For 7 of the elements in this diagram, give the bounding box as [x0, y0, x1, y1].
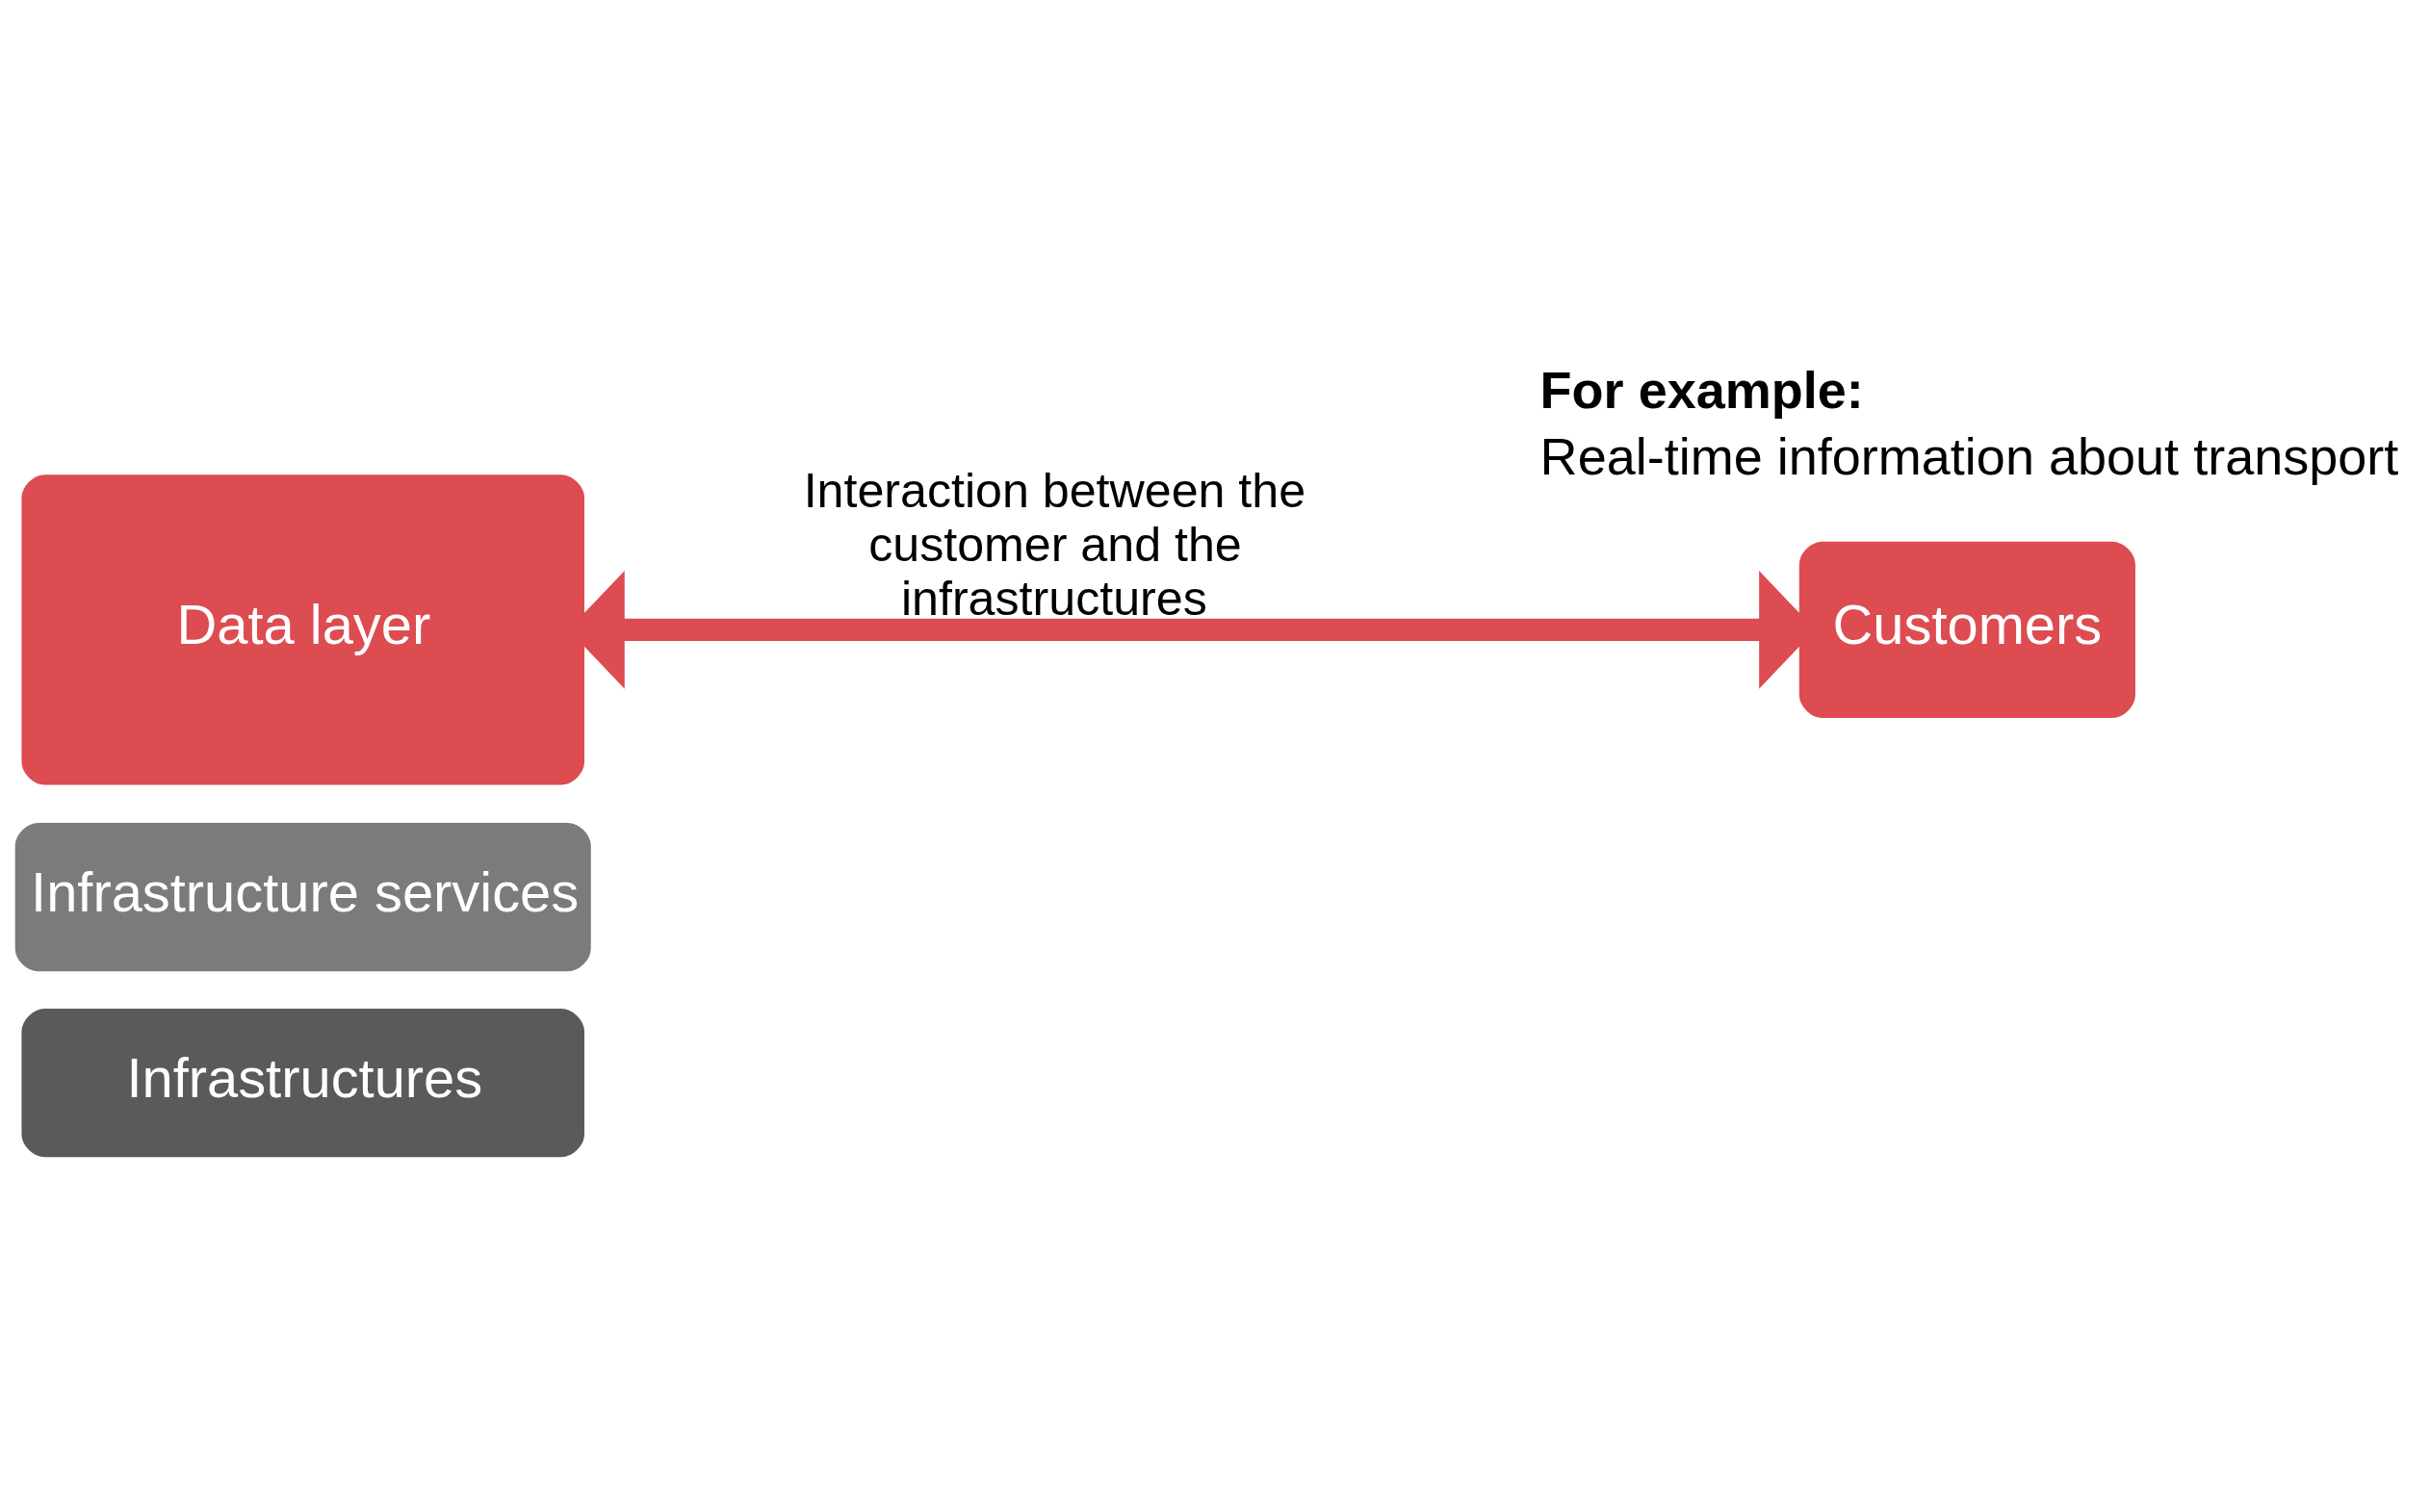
label: For example:	[1539, 360, 1864, 419]
node-box: Customers	[1798, 541, 2135, 718]
label: Real-time information about transport	[1539, 426, 2399, 485]
edge-label: Interaction between the customer and the infrastructures	[803, 463, 1306, 625]
node-box: Data layer	[21, 474, 584, 784]
node-box: Infrastructure services	[14, 822, 591, 971]
node-box: Infrastructures	[21, 1008, 584, 1157]
